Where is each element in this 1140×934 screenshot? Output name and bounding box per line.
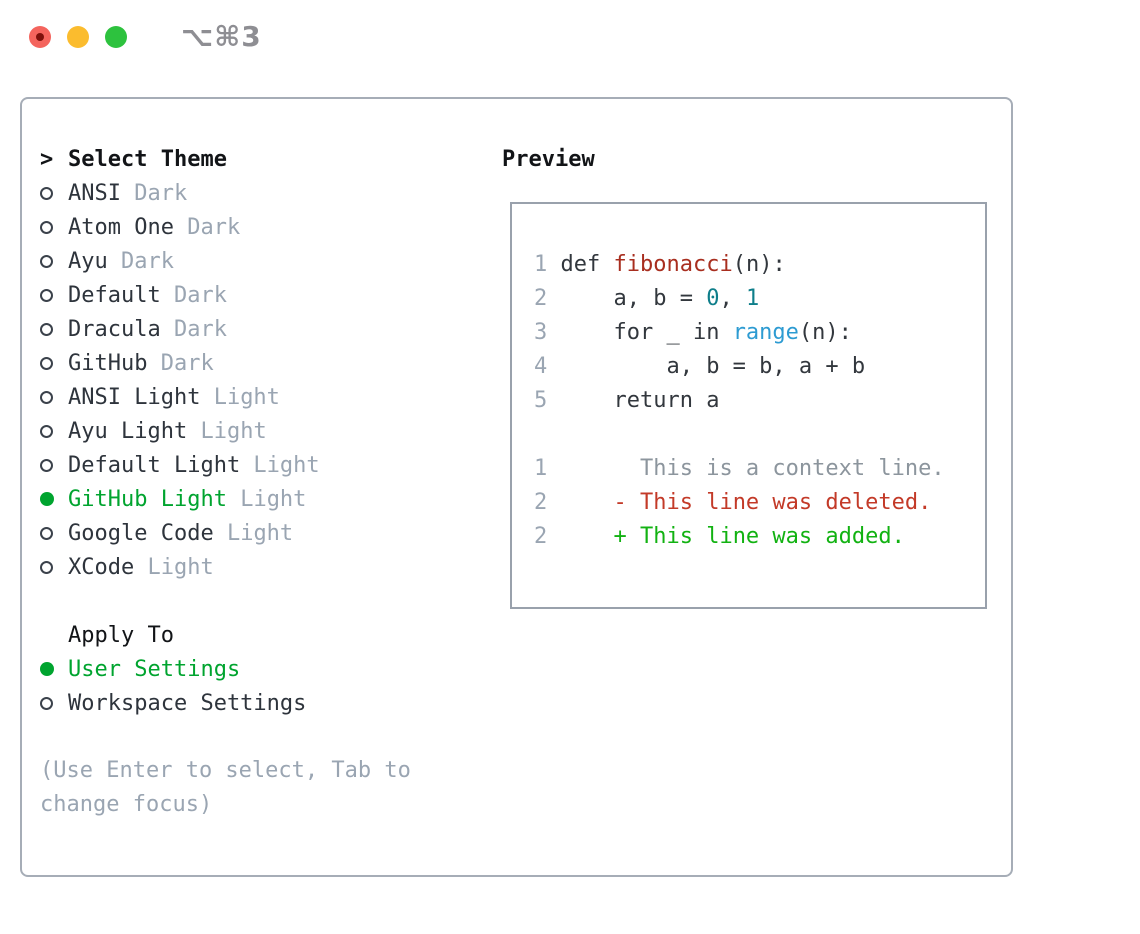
item-label: GitHub Light xyxy=(68,486,227,512)
item-variant-label: Light xyxy=(200,384,280,410)
item-label: Default Light xyxy=(68,452,241,478)
item-variant-label: Light xyxy=(226,486,307,512)
close-button[interactable] xyxy=(29,26,51,48)
radio-icon xyxy=(40,254,68,268)
item-variant-label: Light xyxy=(187,418,267,444)
radio-icon xyxy=(40,560,68,574)
theme-item[interactable]: Default Dark xyxy=(40,278,480,312)
item-variant-label: Dark xyxy=(173,214,241,240)
item-label: Workspace Settings xyxy=(68,690,307,716)
theme-item[interactable]: Default Light Light xyxy=(40,448,480,482)
prompt-icon: > xyxy=(40,146,54,172)
item-variant-label: Light xyxy=(213,520,294,546)
code-line: 2 + This line was added. xyxy=(534,524,905,549)
close-dot-icon xyxy=(36,33,44,41)
code-line: 3 for _ in range(n): xyxy=(534,320,852,345)
apply-option[interactable]: User Settings xyxy=(40,652,480,686)
code-line: 5 return a xyxy=(534,388,720,413)
theme-item[interactable]: Ayu Dark xyxy=(40,244,480,278)
radio-icon xyxy=(40,356,68,370)
theme-item[interactable]: GitHub Light Light xyxy=(40,482,480,516)
window-titlebar: ⌥⌘3 xyxy=(29,20,262,53)
item-variant-label: Light xyxy=(134,554,214,580)
radio-icon xyxy=(40,186,68,200)
keyboard-hint: (Use Enter to select, Tab to change focu… xyxy=(40,758,411,817)
radio-icon xyxy=(40,390,68,404)
theme-item[interactable]: XCode Light xyxy=(40,550,480,584)
section-spacer xyxy=(40,584,480,618)
item-variant-label: Dark xyxy=(160,316,227,342)
section-spacer xyxy=(40,720,480,754)
preview-title: Preview xyxy=(502,146,595,172)
item-label: Google Code xyxy=(68,520,214,546)
item-label: Dracula xyxy=(68,316,161,342)
radio-icon xyxy=(40,220,68,234)
code-line: 2 a, b = 0, 1 xyxy=(534,286,760,311)
radio-selected-icon xyxy=(40,492,68,506)
item-variant-label: Dark xyxy=(120,180,188,206)
radio-icon xyxy=(40,458,68,472)
item-label: Atom One xyxy=(68,214,174,240)
item-variant-label: Dark xyxy=(107,248,174,274)
item-variant-label: Dark xyxy=(147,350,214,376)
item-label: User Settings xyxy=(68,656,241,682)
code-line: 4 a, b = b, a + b xyxy=(534,354,866,379)
theme-item[interactable]: Ayu Light Light xyxy=(40,414,480,448)
window-title: ⌥⌘3 xyxy=(181,20,262,53)
radio-icon xyxy=(40,526,68,540)
select-theme-title: Select Theme xyxy=(68,146,227,172)
item-label: Ayu xyxy=(68,248,108,274)
item-variant-label: Light xyxy=(240,452,320,478)
apply-to-header: Apply To xyxy=(40,618,480,652)
radio-selected-icon xyxy=(40,662,68,676)
theme-item[interactable]: Atom One Dark xyxy=(40,210,480,244)
theme-item[interactable]: Dracula Dark xyxy=(40,312,480,346)
apply-option[interactable]: Workspace Settings xyxy=(40,686,480,720)
radio-icon xyxy=(40,288,68,302)
minimize-button[interactable] xyxy=(67,26,89,48)
item-label: Default xyxy=(68,282,161,308)
code-line: 1 def fibonacci(n): xyxy=(534,252,786,277)
apply-to-title: Apply To xyxy=(68,622,174,648)
code-preview-box: 1 def fibonacci(n): 2 a, b = 0, 1 3 for _ … xyxy=(510,202,987,609)
radio-icon xyxy=(40,322,68,336)
code-line: 1 This is a context line. xyxy=(534,456,945,481)
radio-icon xyxy=(40,424,68,438)
theme-item[interactable]: ANSI Dark xyxy=(40,176,480,210)
theme-item[interactable]: ANSI Light Light xyxy=(40,380,480,414)
item-label: ANSI xyxy=(68,180,121,206)
item-label: GitHub xyxy=(68,350,148,376)
select-theme-header: > Select Theme xyxy=(40,142,480,176)
radio-icon xyxy=(40,696,68,710)
item-label: Ayu Light xyxy=(68,418,188,444)
code-blank-line xyxy=(534,418,945,452)
theme-item[interactable]: Google Code Light xyxy=(40,516,480,550)
item-label: ANSI Light xyxy=(68,384,201,410)
code-lines: 1 def fibonacci(n): 2 a, b = 0, 1 3 for _ … xyxy=(534,248,945,554)
code-line: 2 - This line was deleted. xyxy=(534,490,932,515)
item-variant-label: Dark xyxy=(160,282,227,308)
item-label: XCode xyxy=(68,554,135,580)
theme-item[interactable]: GitHub Dark xyxy=(40,346,480,380)
zoom-button[interactable] xyxy=(105,26,127,48)
